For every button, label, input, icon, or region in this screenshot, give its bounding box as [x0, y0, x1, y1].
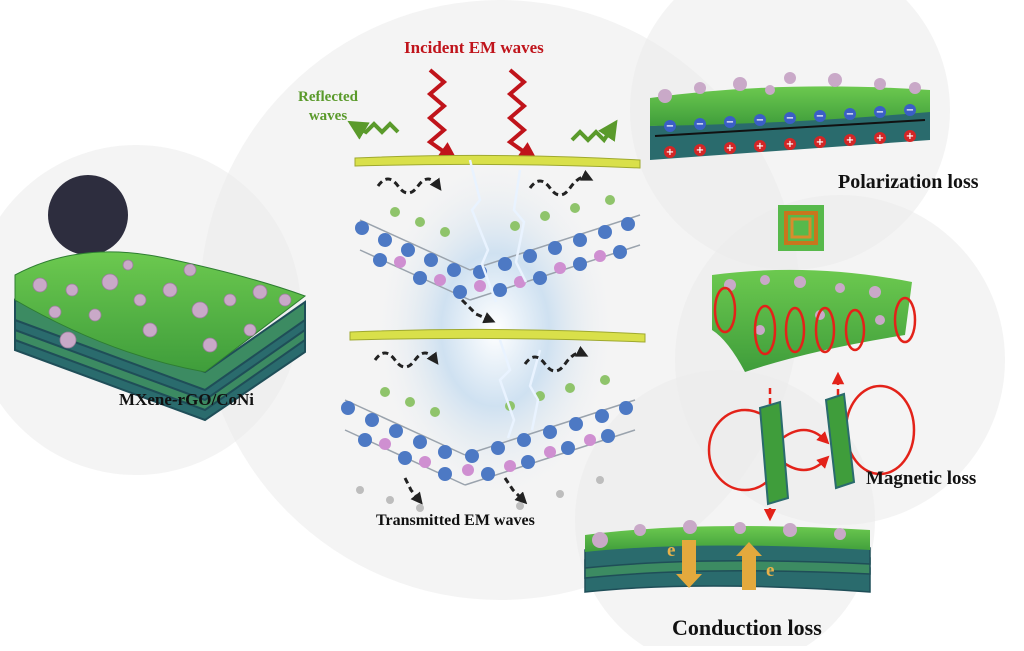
- reflected-waves-label: Reflected waves: [298, 89, 358, 124]
- lightning-icon: [468, 159, 542, 439]
- wavy-arrow-icon: [506, 68, 539, 162]
- svg-text:+: +: [786, 139, 794, 150]
- reflected-wave-arrows: [347, 119, 618, 144]
- svg-text:−: −: [786, 113, 794, 124]
- svg-text:−: −: [756, 115, 764, 126]
- svg-text:+: +: [696, 145, 704, 156]
- material-label: MXene-rGO/CoNi: [119, 390, 255, 409]
- lattice-lower: [341, 375, 636, 512]
- scattered-wave-arrows: [373, 169, 594, 505]
- svg-text:−: −: [816, 111, 824, 122]
- svg-text:+: +: [756, 141, 764, 152]
- svg-text:+: +: [846, 135, 854, 146]
- svg-text:+: +: [906, 131, 914, 142]
- electron-label-right: e: [766, 560, 775, 581]
- svg-text:+: +: [726, 143, 734, 154]
- svg-text:−: −: [846, 109, 854, 120]
- dipole-minus-icon: [664, 104, 916, 132]
- incident-waves-label: Incident EM waves: [404, 38, 544, 57]
- dipole-plus-icon: [664, 130, 916, 158]
- coni-particle-inset: [778, 205, 824, 251]
- conduction-loss-label: Conduction loss: [672, 615, 822, 640]
- lattice-upper: [355, 195, 641, 301]
- mxene-rgo-coni-block: [14, 175, 307, 422]
- sample-photo: [48, 175, 128, 255]
- svg-text:−: −: [906, 105, 914, 116]
- svg-text:−: −: [726, 117, 734, 128]
- wavy-arrow-icon: [570, 119, 618, 144]
- polarization-loss-label: Polarization loss: [838, 171, 979, 193]
- svg-text:+: +: [876, 133, 884, 144]
- svg-text:−: −: [696, 119, 704, 130]
- magnetic-flakes: [758, 392, 856, 506]
- magnetic-loss-sheet: [712, 269, 917, 372]
- electron-label-left: e: [667, 540, 676, 561]
- dipole-symbols: − − − − − − − − − + + + + + + + + +: [666, 105, 914, 158]
- electron-arrow-icon: [676, 540, 762, 590]
- conduction-loss-block: [584, 520, 871, 593]
- polarization-loss-block: [650, 72, 930, 160]
- wavy-arrow-icon: [347, 120, 400, 140]
- svg-text:+: +: [666, 147, 674, 158]
- top-films: [349, 154, 646, 343]
- incident-wave-arrows: [426, 68, 539, 162]
- svg-text:+: +: [816, 137, 824, 148]
- wavy-arrow-icon: [426, 68, 459, 162]
- magnetic-loss-label: Magnetic loss: [866, 468, 977, 489]
- svg-text:−: −: [666, 121, 674, 132]
- svg-text:−: −: [876, 107, 884, 118]
- transmitted-waves-label: Transmitted EM waves: [376, 512, 535, 529]
